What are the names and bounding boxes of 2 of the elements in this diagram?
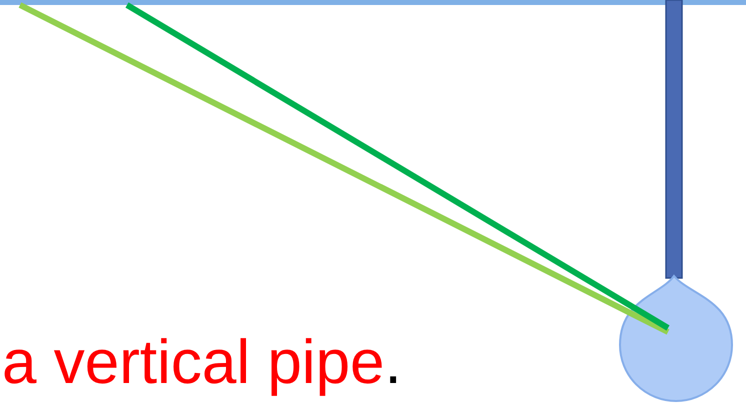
caption-text: a vertical pipe bbox=[2, 328, 385, 397]
caption-period: . bbox=[384, 328, 402, 397]
